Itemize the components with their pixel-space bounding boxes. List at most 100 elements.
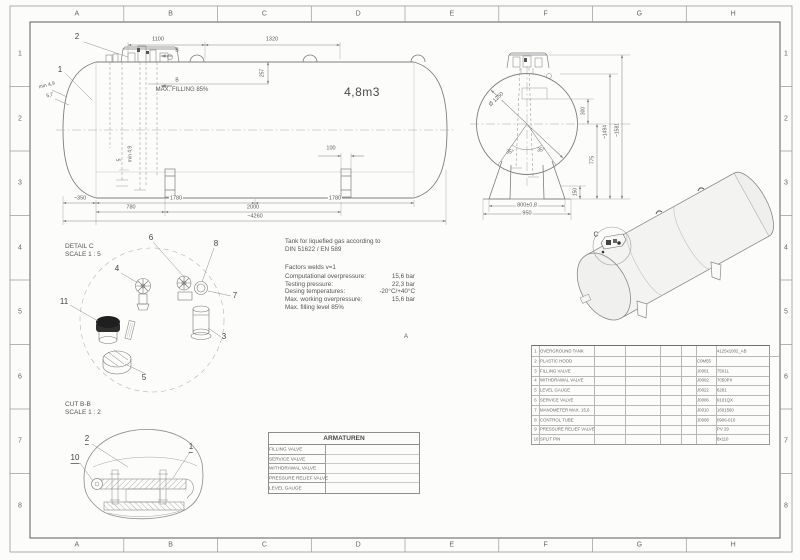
dim-1320: 1320 bbox=[265, 36, 279, 43]
grid-col-bottom: D bbox=[355, 541, 361, 549]
callout-8: 8 bbox=[213, 239, 219, 248]
spec-label: Max. working overpressure: bbox=[285, 296, 363, 304]
detail-c-view bbox=[69, 241, 232, 393]
armaturen-value bbox=[326, 455, 419, 465]
armaturen-title: ARMATUREN bbox=[269, 433, 419, 445]
part-code1: J0008 bbox=[697, 417, 709, 422]
dim-300: 300 bbox=[580, 105, 587, 117]
callout-bb-2: 2 bbox=[84, 434, 90, 445]
iso-detail-c-marker: C bbox=[593, 231, 599, 239]
part-no: 4 bbox=[534, 377, 537, 383]
part-code2: 9101QX bbox=[717, 397, 733, 403]
volume-label: 4,8m3 bbox=[344, 85, 380, 99]
callout-7: 7 bbox=[232, 291, 238, 300]
dim-tube-5: 5 bbox=[116, 158, 123, 162]
part-no: 2 bbox=[534, 358, 537, 364]
max-filling-label: MAX. FILLING 85% bbox=[155, 87, 209, 93]
dim-100: 100 bbox=[326, 145, 336, 152]
part-code2: 7050PX bbox=[717, 377, 733, 383]
parts-row: 7 MANOMETER MAX. 15,6 J0010 1601560 bbox=[532, 404, 769, 416]
spec-label: Testing pressure: bbox=[285, 280, 333, 288]
grid-col-top: D bbox=[355, 10, 361, 18]
section-b-lower: B bbox=[175, 77, 179, 84]
sheet-frame bbox=[9, 5, 793, 553]
dim-1100: 1100 bbox=[152, 36, 164, 43]
part-no: 5 bbox=[534, 387, 537, 393]
grid-row-right: 1 bbox=[784, 50, 788, 58]
grid-col-top: A bbox=[74, 10, 80, 18]
grid-row-left: 2 bbox=[18, 115, 22, 123]
part-code1: J0010 bbox=[697, 407, 709, 413]
part-desc: PLASTIC HOOD bbox=[540, 358, 573, 364]
part-no: 1 bbox=[534, 348, 537, 354]
cut-bb-title: CUT B-B bbox=[65, 401, 91, 408]
part-no: 7 bbox=[534, 407, 537, 413]
grid-col-top: F bbox=[543, 10, 548, 18]
part-code2: 4125x1002_AB bbox=[717, 348, 747, 354]
notes-line2: DIN 51622 / EN 589 bbox=[285, 246, 342, 254]
armaturen-row: LEVEL GAUGE bbox=[269, 483, 419, 493]
part-code1: J0001 bbox=[697, 368, 709, 373]
parts-row: 4 WITHDRAWAL VALVE J0002 7050PX bbox=[532, 375, 769, 387]
part-desc: PRESSURE RELIEF VALVE bbox=[540, 426, 595, 432]
grid-col-bottom: E bbox=[449, 541, 455, 549]
detail-c-circle bbox=[592, 226, 632, 266]
grid-row-right: 5 bbox=[784, 308, 788, 316]
armaturen-value bbox=[326, 474, 419, 484]
armaturen-label: SERVICE VALVE bbox=[269, 456, 306, 462]
part-no: 8 bbox=[534, 417, 537, 422]
part-code1: J0022 bbox=[697, 387, 709, 393]
parts-row: 5 LEVEL GAUGE J0022 6281 bbox=[532, 385, 769, 397]
part-desc: SERVICE VALVE bbox=[540, 397, 574, 403]
parts-table: 1 OVERGROUND TANK 4125x1002_AB 2 PLASTIC… bbox=[531, 345, 779, 445]
iso-view bbox=[576, 171, 774, 321]
part-desc: SPLIT PIN bbox=[540, 436, 561, 442]
parts-row: 9 PRESSURE RELIEF VALVE PV 29 bbox=[532, 424, 769, 436]
callout-4: 4 bbox=[114, 264, 120, 273]
armaturen-label: PRESSURE RELIEF VALVE bbox=[269, 475, 329, 481]
armaturen-row: WITHDRAWAL VALVE bbox=[269, 464, 419, 474]
part-desc: MANOMETER MAX. 15,6 bbox=[540, 407, 590, 413]
armaturen-value bbox=[326, 464, 419, 474]
part-desc: OVERGROUND TANK bbox=[540, 348, 584, 354]
part-desc: FILLING VALVE bbox=[540, 368, 571, 373]
spec-label: Max. filling level 85% bbox=[285, 304, 344, 312]
dim-780: 780 bbox=[125, 204, 137, 211]
dim-1494: ~1494 bbox=[602, 123, 609, 141]
armaturen-value bbox=[326, 483, 419, 493]
grid-row-right: 4 bbox=[784, 244, 788, 252]
armaturen-table: ARMATUREN FILLING VALVE SERVICE VALVE WI… bbox=[268, 432, 420, 494]
callout-5: 5 bbox=[141, 373, 147, 382]
grid-col-bottom: B bbox=[168, 541, 173, 549]
part-code2: 1601560 bbox=[717, 407, 734, 413]
dim-775: 775 bbox=[589, 154, 596, 166]
part-code2: 7501L bbox=[717, 368, 730, 373]
grid-col-bottom: A bbox=[74, 541, 80, 549]
cut-bb-scale: SCALE 1 : 2 bbox=[65, 409, 101, 416]
grid-row-right: 6 bbox=[784, 373, 788, 381]
end-view bbox=[470, 52, 630, 220]
spec-value: 22,3 bar bbox=[391, 280, 415, 288]
part-desc: CONTROL TUBE bbox=[540, 417, 574, 422]
parts-row: 2 PLASTIC HOOD C0M55 bbox=[532, 355, 769, 367]
detail-c-scale: SCALE 1 : 5 bbox=[65, 251, 101, 258]
part-no: 6 bbox=[534, 397, 537, 403]
dim-angle-right: 35° bbox=[537, 147, 545, 154]
notes-block: Tank for liquefied gas according to DIN … bbox=[285, 238, 415, 313]
armaturen-label: WITHDRAWAL VALVE bbox=[269, 465, 317, 472]
notes-spec-row: Max. filling level 85% bbox=[285, 304, 415, 312]
detail-c-title: DETAIL C bbox=[65, 243, 94, 250]
dim-150: 150 bbox=[572, 186, 579, 198]
callout-2: 2 bbox=[74, 32, 80, 41]
side-view bbox=[51, 41, 454, 225]
notes-line1: Tank for liquefied gas according to bbox=[285, 238, 381, 245]
grid-col-bottom: F bbox=[543, 541, 548, 549]
grid-row-left: 3 bbox=[18, 179, 22, 187]
parts-row: 10 SPLIT PIN 8x110 bbox=[532, 434, 769, 445]
armaturen-row: SERVICE VALVE bbox=[269, 454, 419, 465]
part-code2: 8x110 bbox=[717, 436, 729, 442]
grid-col-top: B bbox=[168, 10, 173, 18]
spec-value: 15,6 bar bbox=[391, 272, 415, 280]
